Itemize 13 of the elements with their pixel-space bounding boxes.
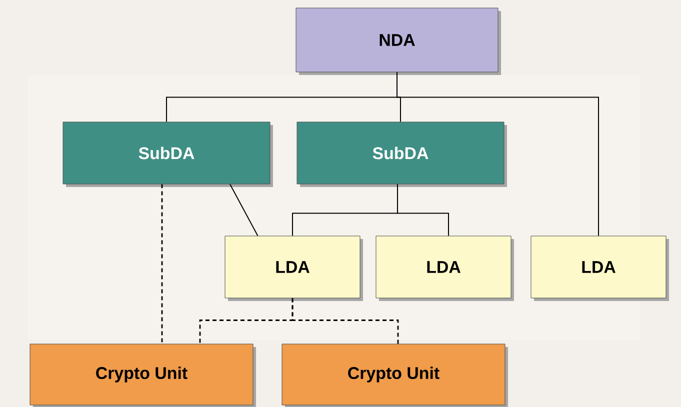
connector-line xyxy=(396,72,599,236)
process-box: LDA xyxy=(376,236,512,298)
process-box: SubDA xyxy=(62,122,270,184)
process-box: Crypto Unit xyxy=(30,344,254,406)
process-box: NDA xyxy=(296,8,498,72)
process-box: LDA xyxy=(530,236,666,298)
dotted-connector xyxy=(161,184,163,344)
process-box: SubDA xyxy=(296,122,504,184)
process-box: Crypto Unit xyxy=(282,344,506,406)
connector-line xyxy=(230,184,258,236)
dotted-connector xyxy=(292,298,399,344)
connector-line xyxy=(397,184,449,236)
process-box: LDA xyxy=(224,236,360,298)
